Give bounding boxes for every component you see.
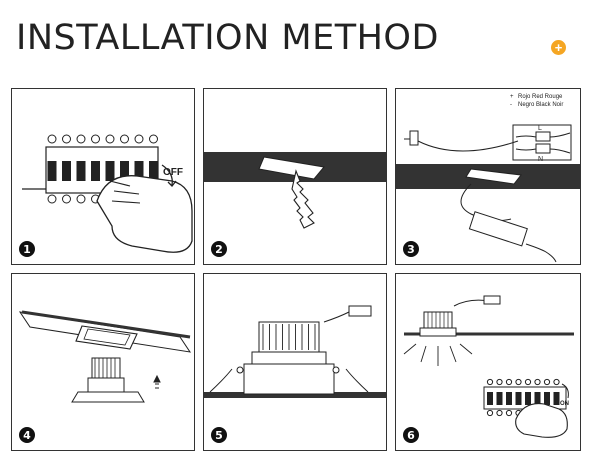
step-number: 5 (211, 427, 227, 443)
l-label: L (538, 125, 542, 132)
on-label: ON (560, 401, 569, 407)
step-3-panel: + Rojo Red Rouge - Negro Black Noir L N … (395, 88, 581, 265)
plus-circle-icon[interactable]: + (551, 40, 566, 55)
legend-plus: Rojo Red Rouge (518, 94, 563, 100)
step-1-panel: OFF 1 (11, 88, 195, 265)
step-number: 6 (403, 427, 419, 443)
step-2-panel: 2 (203, 88, 387, 265)
n-label: N (538, 156, 543, 163)
page-title: INSTALLATION METHOD (16, 18, 439, 58)
step-number: 3 (403, 241, 419, 257)
step-number: 4 (19, 427, 35, 443)
off-label: OFF (163, 167, 183, 178)
step-4-panel: 4 (11, 273, 195, 451)
cut-ceiling-illustration (204, 152, 386, 229)
wiring-illustration: + Rojo Red Rouge - Negro Black Noir L N (396, 94, 580, 263)
svg-text:+: + (510, 94, 514, 100)
legend-minus: Negro Black Noir (518, 102, 563, 108)
switch-on-illustration: ON (403, 295, 574, 438)
installed-light-illustration (204, 305, 386, 398)
step-6-panel: ON 6 (395, 273, 581, 451)
svg-text:-: - (510, 102, 512, 108)
step-5-panel: 5 (203, 273, 387, 451)
step-number: 1 (19, 241, 35, 257)
breaker-off-illustration: OFF (22, 134, 193, 253)
step-number: 2 (211, 241, 227, 257)
insert-light-illustration (18, 310, 192, 403)
